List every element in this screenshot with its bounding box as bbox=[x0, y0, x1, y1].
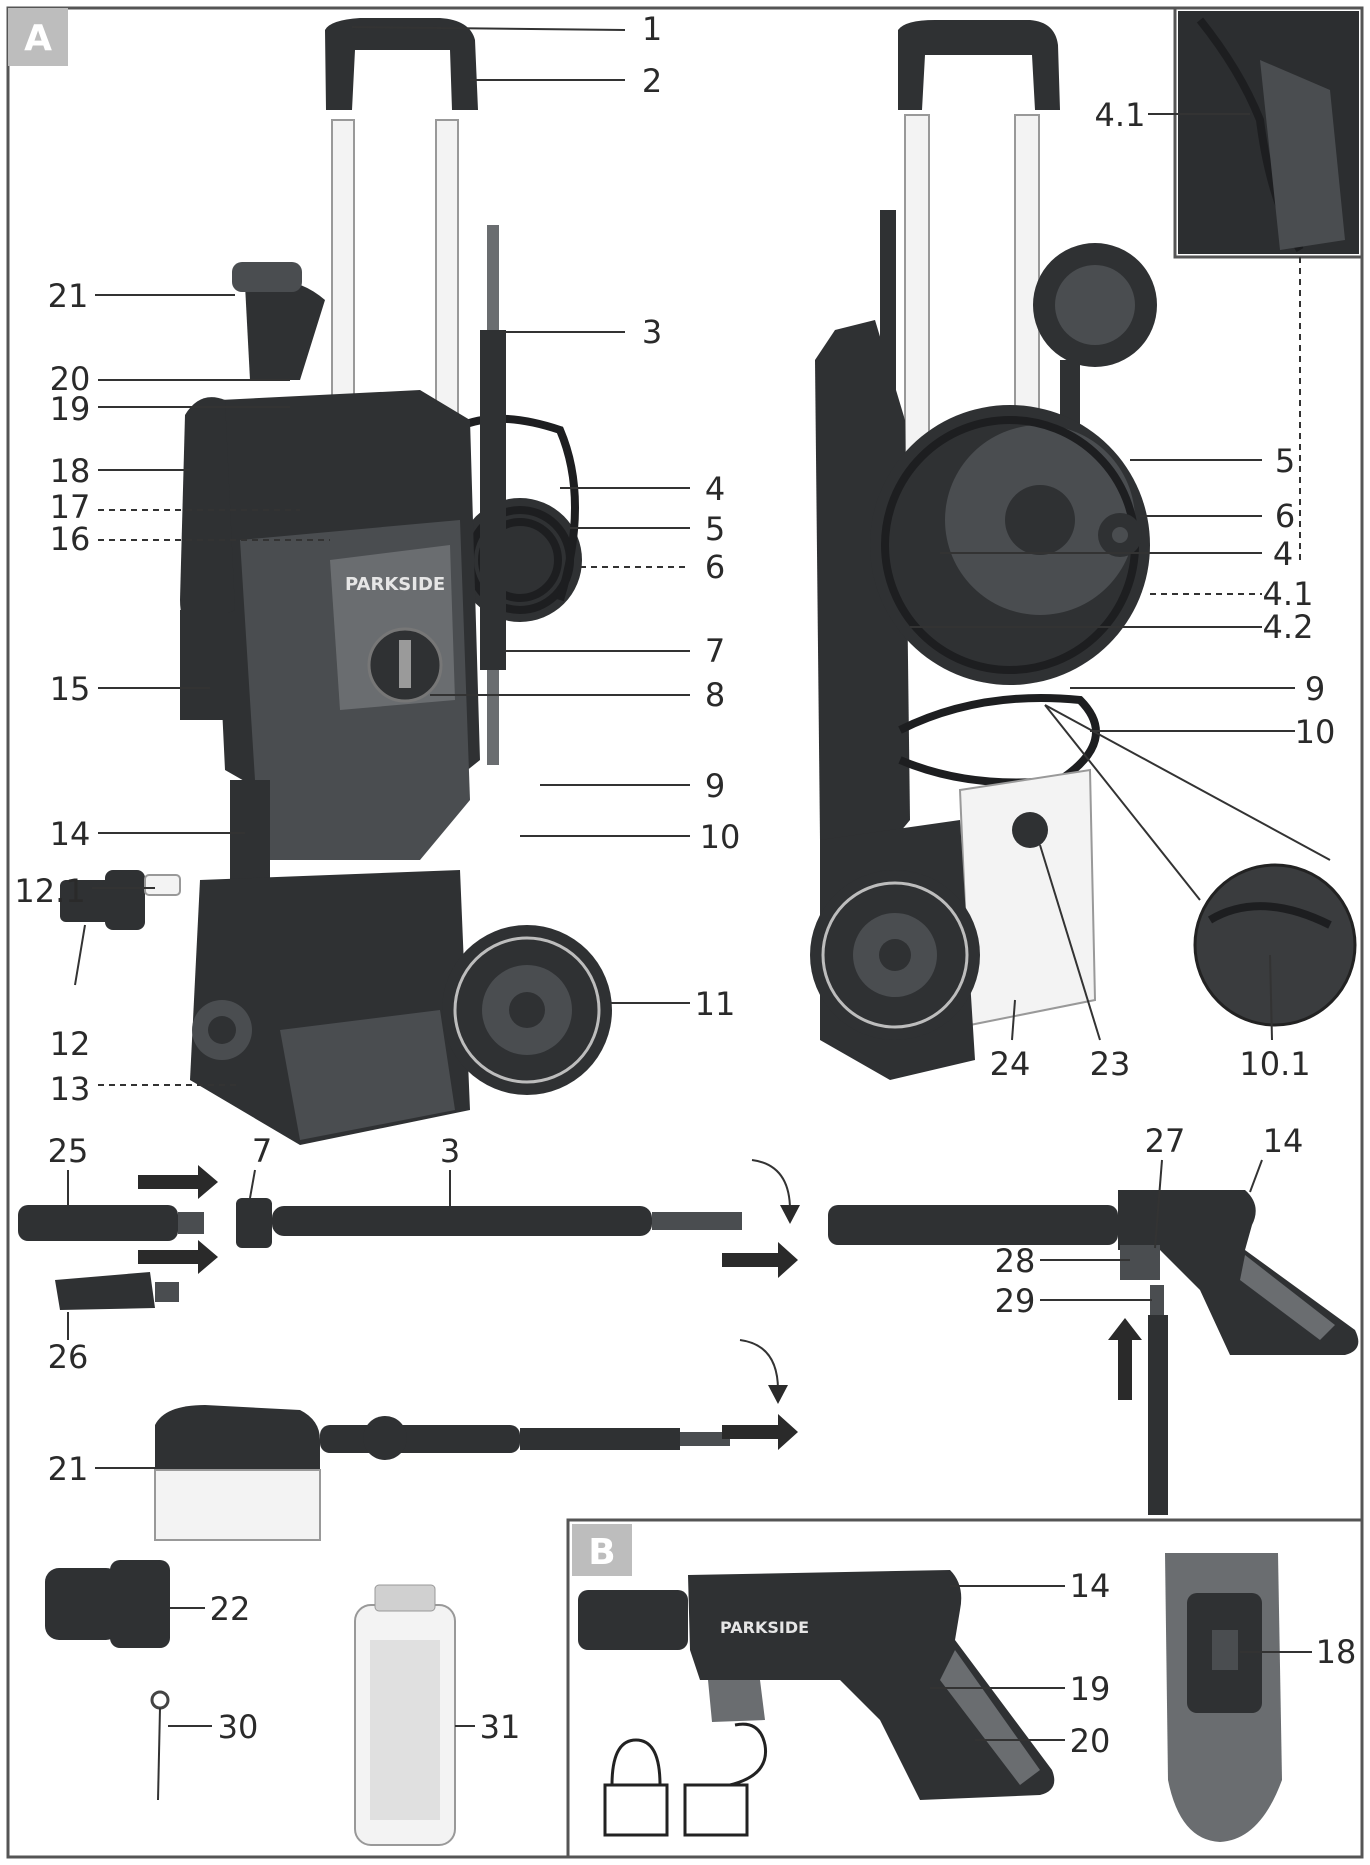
panel-a-badge: A bbox=[8, 8, 68, 66]
svg-text:B: B bbox=[588, 1532, 615, 1573]
callout-a-label-1: 2 bbox=[642, 62, 662, 100]
callout-a-label-9: 4 bbox=[705, 470, 725, 508]
unlocked-icon bbox=[683, 1722, 768, 1837]
callout-a-label-26: 4.1 bbox=[1263, 575, 1314, 613]
callout-a-label-41: 21 bbox=[48, 1450, 89, 1488]
callout-a-label-5: 19 bbox=[50, 390, 91, 428]
callout-a-label-22: 4.1 bbox=[1095, 96, 1146, 134]
callout-a-label-2: 3 bbox=[642, 313, 662, 351]
callout-a-leader-0 bbox=[351, 26, 626, 31]
callout-a-label-40: 29 bbox=[995, 1282, 1036, 1320]
locked-icon bbox=[603, 1738, 669, 1837]
panel-b-frame bbox=[566, 1518, 1364, 1859]
callout-a-label-15: 14 bbox=[50, 815, 91, 853]
callout-a-leader-31 bbox=[1039, 844, 1101, 1041]
callout-a-label-44: 31 bbox=[480, 1708, 521, 1746]
callout-a-leader-30 bbox=[1011, 999, 1016, 1041]
callout-a-label-42: 22 bbox=[210, 1590, 251, 1628]
panel-b-gun-closeup: PARKSIDE bbox=[578, 1553, 1282, 1842]
inset-hose-holder-detail bbox=[1178, 11, 1359, 565]
callout-a-label-0: 1 bbox=[642, 10, 662, 48]
callout-a-label-11: 6 bbox=[705, 548, 725, 586]
callout-a-label-30: 24 bbox=[990, 1045, 1031, 1083]
nozzles-and-lance-row bbox=[18, 1159, 1359, 1515]
callout-a-label-13: 7 bbox=[705, 632, 725, 670]
callout-a-label-31: 23 bbox=[1090, 1045, 1131, 1083]
callout-a-label-4: 20 bbox=[50, 360, 91, 398]
callout-a-leader-34 bbox=[249, 1169, 256, 1199]
rotating-brush-row bbox=[154, 1339, 798, 1541]
callout-a-label-18: 12.1 bbox=[14, 872, 85, 910]
callout-a-label-24: 6 bbox=[1275, 497, 1295, 535]
callout-b-label-2: 20 bbox=[1070, 1722, 1111, 1760]
callout-a-label-36: 27 bbox=[1145, 1122, 1186, 1160]
callout-b-label-3: 18 bbox=[1316, 1633, 1357, 1671]
accessories bbox=[45, 1560, 456, 1846]
washer-front-view: PARKSIDE bbox=[60, 18, 612, 1145]
callout-a-leader-37 bbox=[1249, 1159, 1263, 1193]
inset-detail-frame bbox=[1173, 6, 1364, 259]
callout-a-label-16: 9 bbox=[705, 767, 725, 805]
callout-a-label-27: 4.2 bbox=[1263, 608, 1314, 646]
brand-logo-gun: PARKSIDE bbox=[720, 1618, 809, 1637]
callout-a-label-33: 25 bbox=[48, 1132, 89, 1170]
callout-a-label-6: 18 bbox=[50, 452, 91, 490]
callout-a-label-29: 10 bbox=[1295, 713, 1336, 751]
callout-a-label-20: 13 bbox=[50, 1070, 91, 1108]
callout-b-label-1: 19 bbox=[1070, 1670, 1111, 1708]
callout-a-label-12: 15 bbox=[50, 670, 91, 708]
callout-a-label-14: 8 bbox=[705, 676, 725, 714]
callout-a-label-23: 5 bbox=[1275, 442, 1295, 480]
svg-text:A: A bbox=[24, 18, 52, 59]
panel-b-badge: B bbox=[572, 1524, 632, 1576]
callout-a-leader-36 bbox=[1154, 1159, 1163, 1249]
callout-labels: 12321201918171645615781491012.11213114.1… bbox=[14, 10, 1356, 1760]
callout-a-leader-32 bbox=[1269, 954, 1273, 1041]
callout-a-label-43: 30 bbox=[218, 1708, 259, 1746]
callout-a-label-8: 16 bbox=[50, 520, 91, 558]
callout-a-label-7: 17 bbox=[50, 488, 91, 526]
callout-a-label-10: 5 bbox=[705, 510, 725, 548]
washer-rear-view bbox=[810, 20, 1357, 1080]
callout-a-label-3: 21 bbox=[48, 277, 89, 315]
callout-a-label-17: 10 bbox=[700, 818, 741, 856]
callout-a-label-35: 3 bbox=[440, 1132, 460, 1170]
callout-a-label-38: 26 bbox=[48, 1338, 89, 1376]
callout-a-label-21: 11 bbox=[695, 985, 736, 1023]
callout-a-label-19: 12 bbox=[50, 1025, 91, 1063]
callout-a-label-34: 7 bbox=[252, 1132, 272, 1170]
callout-b-label-0: 14 bbox=[1070, 1567, 1111, 1605]
callout-a-label-28: 9 bbox=[1305, 670, 1325, 708]
callout-a-label-25: 4 bbox=[1273, 535, 1293, 573]
callout-a-leader-19 bbox=[74, 924, 86, 986]
callout-a-label-32: 10.1 bbox=[1239, 1045, 1310, 1083]
callout-a-label-37: 14 bbox=[1263, 1122, 1304, 1160]
callout-a-label-39: 28 bbox=[995, 1242, 1036, 1280]
brand-logo-front: PARKSIDE bbox=[345, 574, 445, 595]
